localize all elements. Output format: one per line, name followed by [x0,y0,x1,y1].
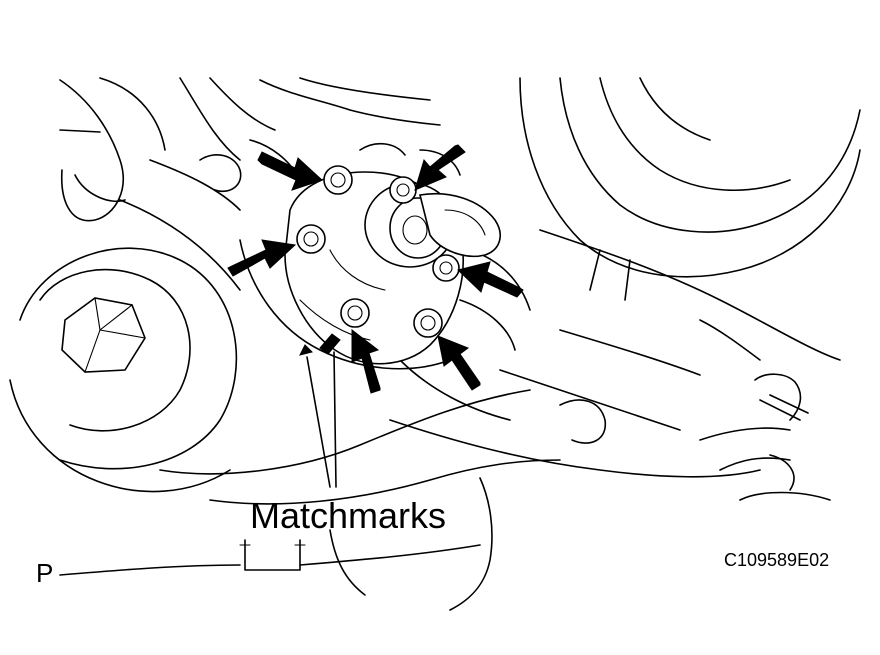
pointer-arrow [414,144,466,191]
figure-code-label: C109589E02 [724,550,829,570]
pointer-arrow [456,261,524,298]
fastener-group [296,165,460,338]
fastener-bolt [323,165,353,195]
pointer-arrow [437,335,481,391]
fastener-bolt [340,298,370,328]
matchmark-mark [299,344,313,356]
leader-line [306,356,331,488]
matchmarks-label: Matchmarks [250,495,446,536]
fastener-bolt [296,224,326,254]
matchmark-callout: Matchmarks [250,333,446,536]
fastener-bolt [413,308,443,338]
fastener-bolt [389,176,417,204]
pointer-arrows [227,144,524,394]
fastener-bolt [432,254,460,282]
view-marker-label: P [36,558,53,588]
pointer-arrow [257,151,323,191]
pointer-arrow [227,239,297,277]
matchmark-mark [319,333,341,355]
chassis-linework [9,77,861,611]
leader-line [333,351,337,488]
pointer-arrow [351,328,381,394]
